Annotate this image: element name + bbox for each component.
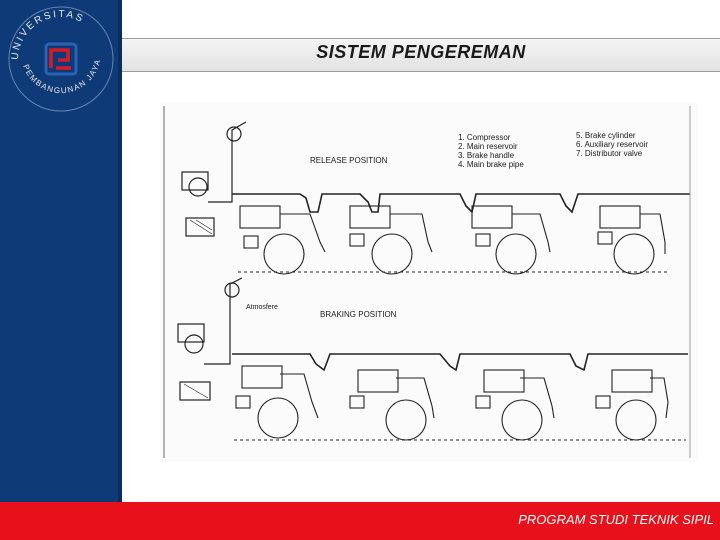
page-title: SISTEM PENGEREMAN bbox=[122, 42, 720, 63]
legend-item: 7. Distributor valve bbox=[576, 149, 643, 158]
brake-system-diagram: 1. Compressor 2. Main reservoir 3. Brake… bbox=[160, 102, 698, 462]
legend-item: 1. Compressor bbox=[458, 133, 511, 142]
logo-arc-text-bottom: PEMBANGUNAN JAYA bbox=[21, 58, 102, 96]
braking-position-label: BRAKING POSITION bbox=[320, 310, 397, 319]
legend-item: 6. Auxiliary reservoir bbox=[576, 140, 648, 149]
svg-text:PEMBANGUNAN JAYA: PEMBANGUNAN JAYA bbox=[21, 58, 102, 96]
university-logo: UNIVERSITAS PEMBANGUNAN JAYA bbox=[4, 2, 118, 116]
legend-item: 4. Main brake pipe bbox=[458, 160, 524, 169]
release-position-label: RELEASE POSITION bbox=[310, 156, 388, 165]
legend-item: 2. Main reservoir bbox=[458, 142, 518, 151]
legend-item: 5. Brake cylinder bbox=[576, 131, 636, 140]
legend-item: 3. Brake handle bbox=[458, 151, 515, 160]
footer-text: PROGRAM STUDI TEKNIK SIPIL bbox=[518, 512, 714, 527]
sidebar-edge bbox=[118, 0, 122, 502]
logo-mark bbox=[46, 44, 76, 74]
atmosfere-label: Atmosfere bbox=[246, 304, 278, 311]
